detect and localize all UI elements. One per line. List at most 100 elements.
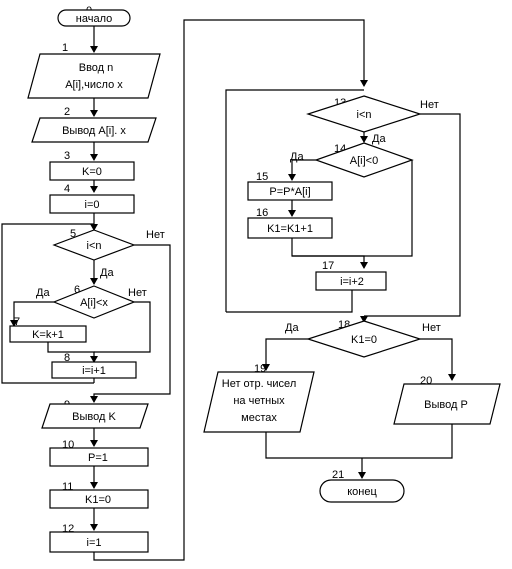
block-21-end: 21 конец (319, 469, 405, 503)
block-0-text: начало (76, 13, 112, 25)
decision-diamond (306, 320, 422, 358)
arrow-6-yes (10, 301, 54, 327)
block-21-text: конец (347, 486, 377, 498)
block-9-text: Вывод K (72, 411, 116, 423)
block-8-process: 8 i=i+1 (51, 352, 137, 379)
block-12-text: i=1 (87, 537, 102, 549)
arrow-5-no-exit (90, 244, 171, 403)
block-13-text: i<n (357, 109, 372, 121)
block-7-text: K=k+1 (32, 329, 64, 341)
block-19-line3: местах (241, 412, 277, 424)
block-5-no: Нет (146, 229, 165, 241)
process-rect (315, 271, 387, 291)
block-20-text: Вывод P (424, 399, 468, 411)
block-18-decision: 18 K1=0 Да Нет (285, 319, 441, 358)
block-11-text: K1=0 (85, 494, 111, 506)
block-16-process: 16 K1=K1+1 (247, 207, 333, 239)
block-2-text: Вывод A[i]. x (62, 125, 126, 137)
arrow-14-no (292, 160, 413, 257)
arrow-7-8 (47, 342, 98, 363)
block-10-process: 10 P=1 (49, 439, 149, 467)
block-21-number: 21 (332, 469, 344, 481)
connector-12-to-13 (93, 19, 368, 561)
block-0-start: 0 начало (57, 5, 131, 27)
outer-loop-return (1, 223, 94, 384)
output-parallelogram (203, 371, 315, 433)
block-4-text: i=0 (85, 199, 100, 211)
decision-diamond (314, 142, 414, 178)
block-17-process: 17 i=i+2 (315, 260, 387, 291)
process-rect (49, 194, 135, 214)
block-1-line2: A[i],число x (65, 79, 123, 91)
block-3-number: 3 (64, 150, 70, 162)
block-16-text: K1=K1+1 (267, 223, 313, 235)
output-parallelogram (31, 117, 157, 143)
block-19-line1: Нет отр. чисел (222, 378, 296, 390)
block-8-text: i=i+1 (82, 365, 106, 377)
block-11-process: 11 K1=0 (49, 481, 149, 509)
input-parallelogram (27, 53, 161, 99)
block-6-decision: 6 A[i]<x Да Нет (36, 284, 147, 319)
block-3-process: 3 K=0 (49, 150, 135, 181)
inner-loop-return (225, 89, 364, 312)
block-11-number: 11 (62, 481, 73, 493)
output-parallelogram (41, 403, 149, 429)
block-16-number: 16 (256, 207, 268, 219)
block-4-process: 4 i=0 (49, 183, 135, 214)
block-6-number: 6 (74, 284, 80, 296)
block-20-output: 20 Вывод P (393, 375, 501, 425)
merge-line (265, 424, 453, 459)
block-12-process: 12 i=1 (49, 523, 149, 553)
block-4-number: 4 (64, 183, 70, 195)
block-15-process: 15 P=P*A[i] (247, 171, 333, 201)
block-13-decision: 13 i<n Нет Да (306, 95, 439, 145)
arrow-18-yes (262, 338, 308, 371)
block-18-text: K1=0 (351, 334, 377, 346)
block-15-text: P=P*A[i] (269, 186, 310, 198)
block-8-number: 8 (64, 352, 70, 364)
block-7-process: 7 K=k+1 (9, 316, 87, 343)
block-2-number: 2 (64, 106, 70, 118)
process-rect (49, 161, 135, 181)
block-14-decision: 14 A[i]<0 Да (290, 142, 414, 178)
block-18-no: Нет (422, 322, 441, 334)
block-3-text: K=0 (82, 166, 102, 178)
block-17-text: i=i+2 (340, 276, 364, 288)
block-6-no: Нет (128, 287, 147, 299)
process-rect (247, 217, 333, 239)
decision-diamond (52, 285, 136, 319)
block-18-yes: Да (285, 322, 299, 334)
process-rect (49, 447, 149, 467)
arrow-14-yes (288, 159, 316, 181)
block-14-text: A[i]<0 (350, 155, 378, 167)
block-15-number: 15 (256, 171, 268, 183)
block-10-text: P=1 (88, 452, 108, 464)
arrow-16-17 (291, 238, 368, 269)
end-terminator (319, 479, 405, 503)
block-19-line2: на четных (233, 395, 285, 407)
block-7-number: 7 (14, 316, 20, 328)
block-19-output: 19 Нет отр. чисел на четных местах (203, 363, 315, 433)
output-parallelogram (393, 383, 501, 425)
block-5-text: i<n (87, 240, 102, 252)
block-13-no: Нет (420, 99, 439, 111)
block-1-number: 1 (62, 42, 68, 54)
block-9-output: 9 Вывод K (41, 399, 149, 429)
process-rect (49, 531, 149, 553)
arrow-18-no (420, 338, 456, 381)
block-17-number: 17 (322, 260, 334, 272)
block-5-decision: 5 i<n Нет Да (52, 228, 165, 279)
process-rect (247, 181, 333, 201)
arrow-6-no (94, 301, 151, 353)
arrow-13-no (364, 113, 461, 317)
block-1-line1: Ввод n (79, 62, 114, 74)
block-13-yes: Да (372, 133, 386, 145)
block-5-number: 5 (70, 228, 76, 240)
block-6-text: A[i]<x (80, 297, 108, 309)
block-2-output: 2 Вывод A[i]. x (31, 106, 157, 143)
arrow-17-loop (226, 290, 353, 313)
block-6-yes: Да (36, 287, 50, 299)
block-1-input: 1 Ввод n A[i],число x (27, 42, 161, 99)
